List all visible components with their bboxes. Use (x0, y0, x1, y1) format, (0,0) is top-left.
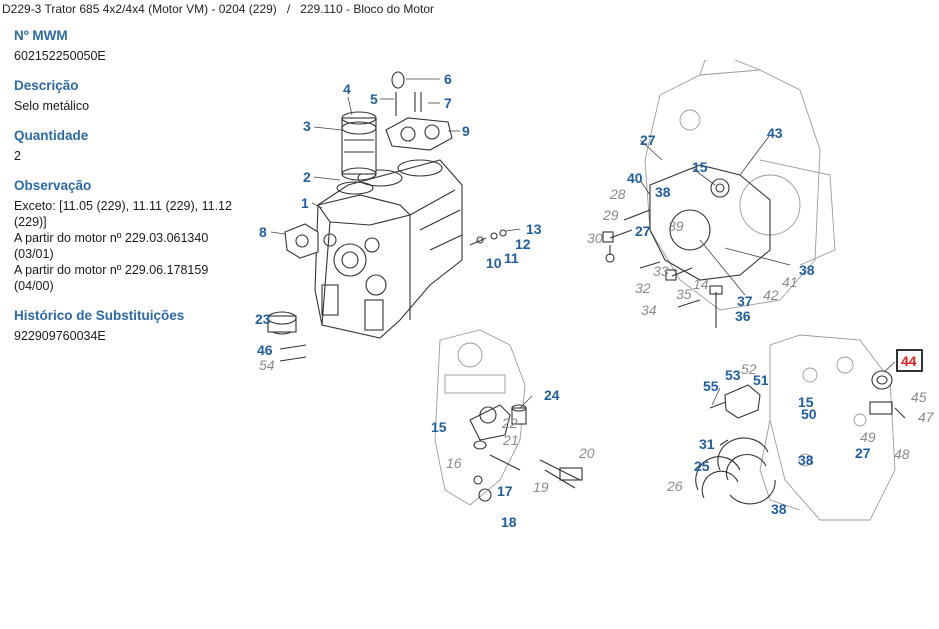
callout-37[interactable]: 37 (737, 293, 753, 309)
quantidade-value: 2 (14, 149, 21, 163)
callout-48[interactable]: 48 (894, 446, 910, 462)
callout-49[interactable]: 49 (860, 429, 876, 445)
leader-lines (270, 78, 896, 409)
observacao-line: A partir do motor nº 229.06.178159 (14, 263, 209, 277)
breadcrumb: D229-3 Trator 685 4x2/4x4 (Motor VM) - 0… (2, 2, 434, 16)
callout-21[interactable]: 21 (502, 432, 519, 448)
quantidade-label: Quantidade (14, 128, 89, 143)
observacao-label: Observação (14, 178, 92, 193)
callout-38b[interactable]: 38 (799, 262, 815, 278)
mwm-label: Nº MWM (14, 28, 68, 43)
callout-15d[interactable]: 15 (798, 394, 814, 410)
callout-10[interactable]: 10 (486, 255, 502, 271)
callout-46[interactable]: 46 (257, 342, 273, 358)
callout-14[interactable]: 14 (693, 276, 709, 292)
callout-1[interactable]: 1 (301, 195, 309, 211)
callout-15c[interactable]: 15 (431, 419, 447, 435)
callout-18[interactable]: 18 (501, 514, 517, 529)
descricao-label: Descrição (14, 78, 79, 93)
callout-15[interactable]: 15 (692, 159, 708, 175)
callout-24[interactable]: 24 (544, 387, 560, 403)
callout-12[interactable]: 12 (515, 236, 531, 252)
callout-13[interactable]: 13 (526, 221, 542, 237)
observacao-line: (04/00) (14, 279, 54, 293)
highlight-box (896, 349, 923, 372)
historico-label: Histórico de Substituições (14, 308, 185, 323)
callout-39[interactable]: 39 (668, 218, 684, 234)
part-details: Nº MWM 602152250050E Descrição Selo metá… (14, 28, 254, 358)
callout-31[interactable]: 31 (699, 436, 715, 452)
observacao-line: A partir do motor nº 229.03.061340 (14, 231, 209, 245)
callout-2[interactable]: 2 (303, 169, 311, 185)
callout-29[interactable]: 29 (602, 207, 619, 223)
callout-40[interactable]: 40 (627, 170, 643, 186)
callout-5[interactable]: 5 (370, 91, 378, 107)
observacao-line: Exceto: [11.05 (229), 11.11 (229), 11.12 (14, 199, 232, 213)
callout-34[interactable]: 34 (641, 302, 657, 318)
callout-41[interactable]: 41 (782, 274, 798, 290)
callout-11[interactable]: 11 (504, 250, 519, 266)
callout-19[interactable]: 19 (533, 479, 549, 495)
observacao-line: (229)] (14, 215, 47, 229)
callout-27b[interactable]: 27 (635, 223, 651, 239)
breadcrumb-group[interactable]: 229.110 - Bloco do Motor (300, 2, 435, 16)
engine-block-assembly (267, 71, 507, 362)
callout-51[interactable]: 51 (753, 372, 769, 388)
observacao-line: (03/01) (14, 247, 54, 261)
descricao-value: Selo metálico (14, 99, 90, 113)
callout-28[interactable]: 28 (609, 186, 626, 202)
callout-20[interactable]: 20 (578, 445, 595, 461)
callout-3[interactable]: 3 (303, 118, 311, 134)
callout-23[interactable]: 23 (255, 311, 271, 327)
historico-value[interactable]: 922909760034E (14, 329, 106, 343)
callout-43[interactable]: 43 (767, 125, 783, 141)
callout-27d[interactable]: 27 (855, 445, 871, 461)
oil-pump-assembly (434, 329, 583, 506)
callout-7[interactable]: 7 (444, 95, 452, 111)
rear-housing-assembly (695, 334, 906, 521)
callout-17[interactable]: 17 (497, 483, 513, 499)
callout-42[interactable]: 42 (763, 287, 779, 303)
callout-25[interactable]: 25 (694, 458, 710, 474)
callout-38[interactable]: 38 (655, 184, 671, 200)
callout-30[interactable]: 30 (587, 230, 603, 246)
callout-27[interactable]: 27 (640, 132, 656, 148)
callout-33[interactable]: 33 (653, 263, 669, 279)
callout-47[interactable]: 47 (918, 409, 935, 425)
callout-55[interactable]: 55 (703, 378, 719, 394)
callout-16[interactable]: 16 (446, 455, 462, 471)
callout-4[interactable]: 4 (343, 81, 351, 97)
callout-6[interactable]: 6 (444, 71, 452, 87)
callout-54[interactable]: 54 (259, 357, 275, 373)
callout-44-highlighted[interactable]: 44 (901, 353, 917, 369)
callout-45[interactable]: 45 (911, 389, 927, 405)
observacao-value: Exceto: [11.05 (229), 11.11 (229), 11.12… (14, 198, 254, 294)
callout-26[interactable]: 26 (666, 478, 683, 494)
callout-53[interactable]: 53 (725, 367, 741, 383)
callout-9[interactable]: 9 (462, 123, 470, 139)
callout-36[interactable]: 36 (735, 308, 751, 324)
callout-50[interactable]: 50 (801, 406, 817, 422)
callout-52[interactable]: 52 (741, 361, 757, 377)
callout-38d[interactable]: 38 (771, 501, 787, 517)
callout-35[interactable]: 35 (676, 286, 692, 302)
callout-22[interactable]: 22 (501, 415, 518, 431)
exploded-parts-diagram: 4 5 6 7 3 9 2 1 8 13 12 10 11 23 46 54 2… (255, 60, 935, 529)
callout-38c[interactable]: 38 (798, 452, 814, 468)
callout-32[interactable]: 32 (635, 280, 651, 296)
breadcrumb-model[interactable]: D229-3 Trator 685 4x2/4x4 (Motor VM) - 0… (2, 2, 277, 16)
timing-housing-assembly (602, 60, 836, 328)
callout-8[interactable]: 8 (259, 224, 267, 240)
breadcrumb-separator: / (286, 2, 291, 16)
mwm-value: 602152250050E (14, 49, 106, 63)
callout-labels: 4 5 6 7 3 9 2 1 8 13 12 10 11 23 46 54 2… (255, 71, 935, 529)
